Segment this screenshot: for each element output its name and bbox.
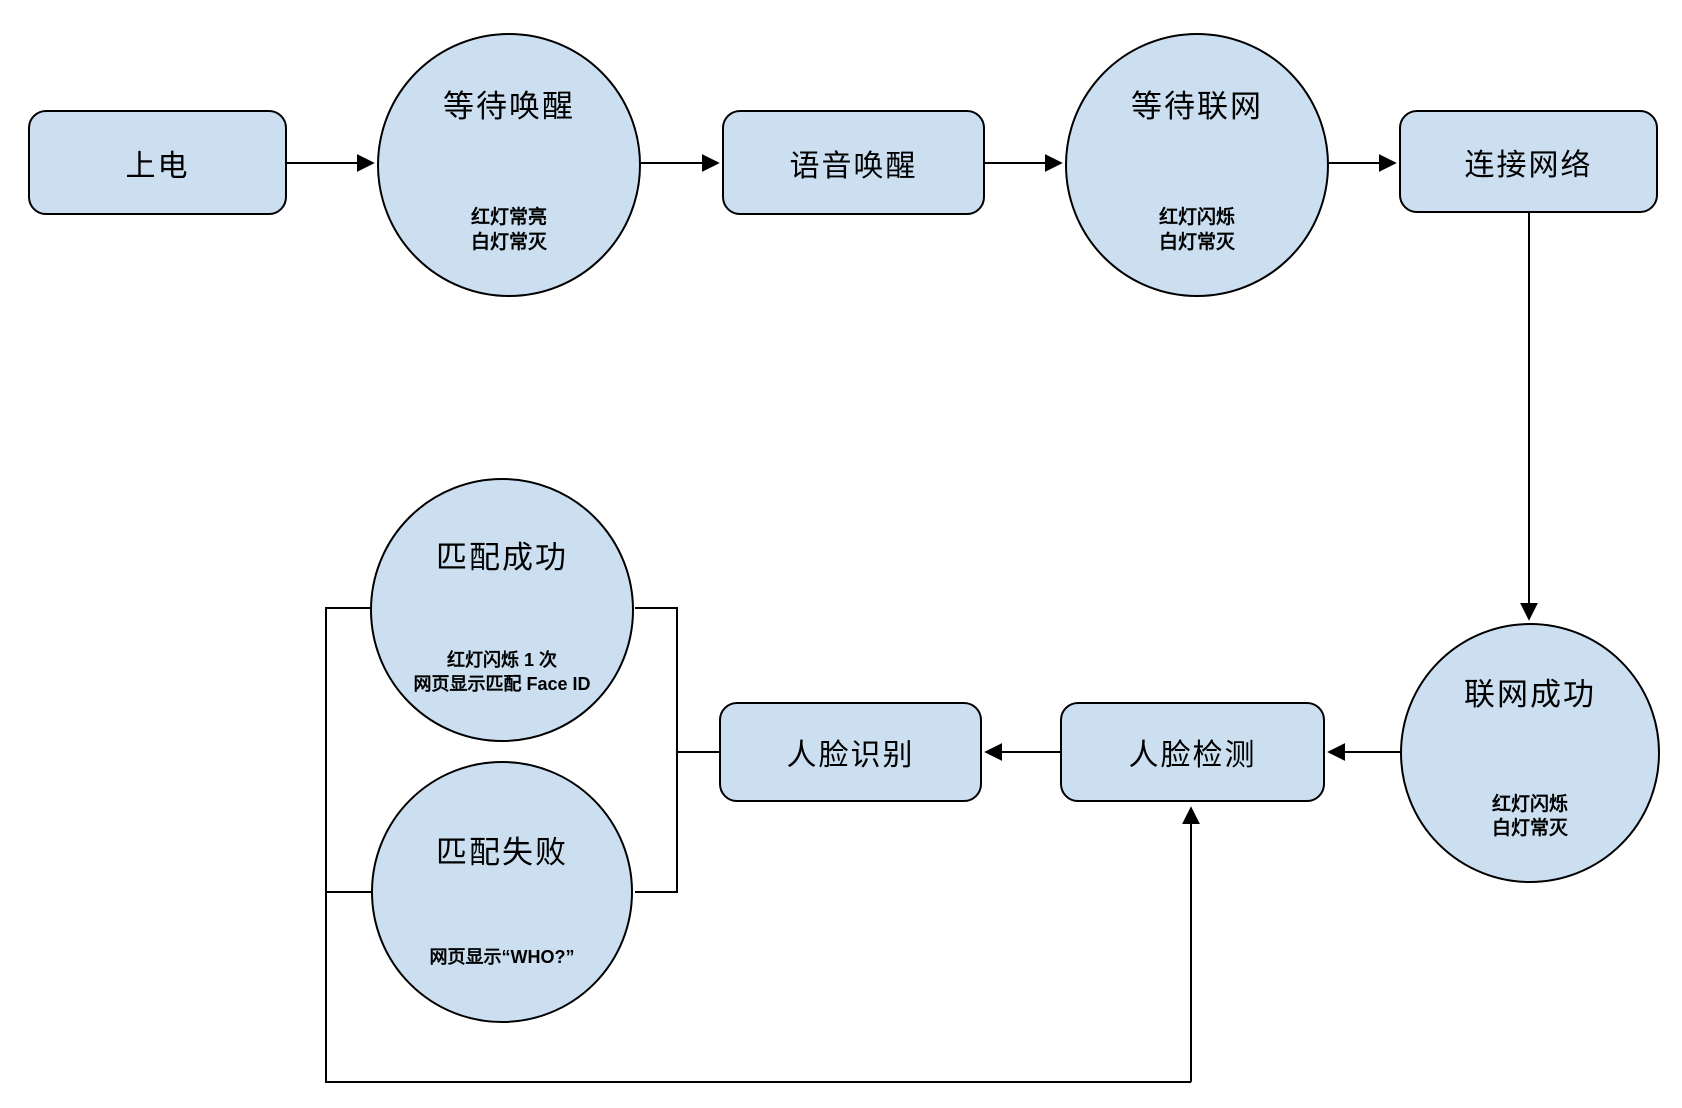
- node-face-recognize-label: 人脸识别: [786, 739, 915, 772]
- node-face-detect: 人脸检测: [1060, 702, 1325, 802]
- node-voice-wake: 语音唤醒: [722, 110, 985, 215]
- status-line: 红灯闪烁 1 次: [446, 650, 557, 670]
- node-match-success-title: 匹配成功: [436, 540, 568, 575]
- node-match-success: 匹配成功 红灯闪烁 1 次 网页显示匹配 Face ID: [370, 478, 634, 742]
- node-wait-network: 等待联网 红灯闪烁 白灯常灭: [1065, 33, 1329, 297]
- node-network-success-title: 联网成功: [1464, 677, 1596, 712]
- node-match-fail-status: 网页显示“WHO?”: [373, 945, 631, 969]
- node-network-success: 联网成功 红灯闪烁 白灯常灭: [1400, 623, 1660, 883]
- node-match-fail: 匹配失败 网页显示“WHO?”: [371, 761, 633, 1023]
- node-wait-wake-title: 等待唤醒: [443, 89, 575, 124]
- node-voice-wake-label: 语音唤醒: [789, 149, 918, 183]
- status-line: 网页显示“WHO?”: [429, 947, 575, 967]
- node-network-success-status: 红灯闪烁 白灯常灭: [1402, 793, 1658, 841]
- node-wait-network-status: 红灯闪烁 白灯常灭: [1067, 205, 1327, 255]
- status-line: 红灯闪烁: [1491, 794, 1568, 815]
- node-match-fail-title: 匹配失败: [436, 835, 568, 870]
- node-wait-network-title: 等待联网: [1131, 89, 1263, 124]
- status-line: 白灯常灭: [1158, 232, 1235, 253]
- connector-loop-left-bottom: [325, 607, 1191, 1083]
- node-face-recognize: 人脸识别: [719, 702, 982, 802]
- status-line: 白灯常灭: [1491, 818, 1568, 839]
- status-line: 红灯常亮: [470, 207, 547, 228]
- status-line: 网页显示匹配 Face ID: [413, 674, 591, 694]
- node-connect-network-label: 连接网络: [1464, 148, 1593, 182]
- node-power-on-label: 上电: [125, 149, 190, 183]
- node-connect-network: 连接网络: [1399, 110, 1658, 213]
- node-face-detect-label: 人脸检测: [1128, 739, 1257, 772]
- node-power-on: 上电: [28, 110, 287, 215]
- node-wait-wake-status: 红灯常亮 白灯常灭: [379, 205, 639, 255]
- connector-match-circles-right-bracket: [635, 607, 678, 893]
- status-line: 白灯常灭: [470, 232, 547, 253]
- status-line: 红灯闪烁: [1158, 207, 1235, 228]
- node-match-success-status: 红灯闪烁 1 次 网页显示匹配 Face ID: [372, 648, 632, 696]
- node-wait-wake: 等待唤醒 红灯常亮 白灯常灭: [377, 33, 641, 297]
